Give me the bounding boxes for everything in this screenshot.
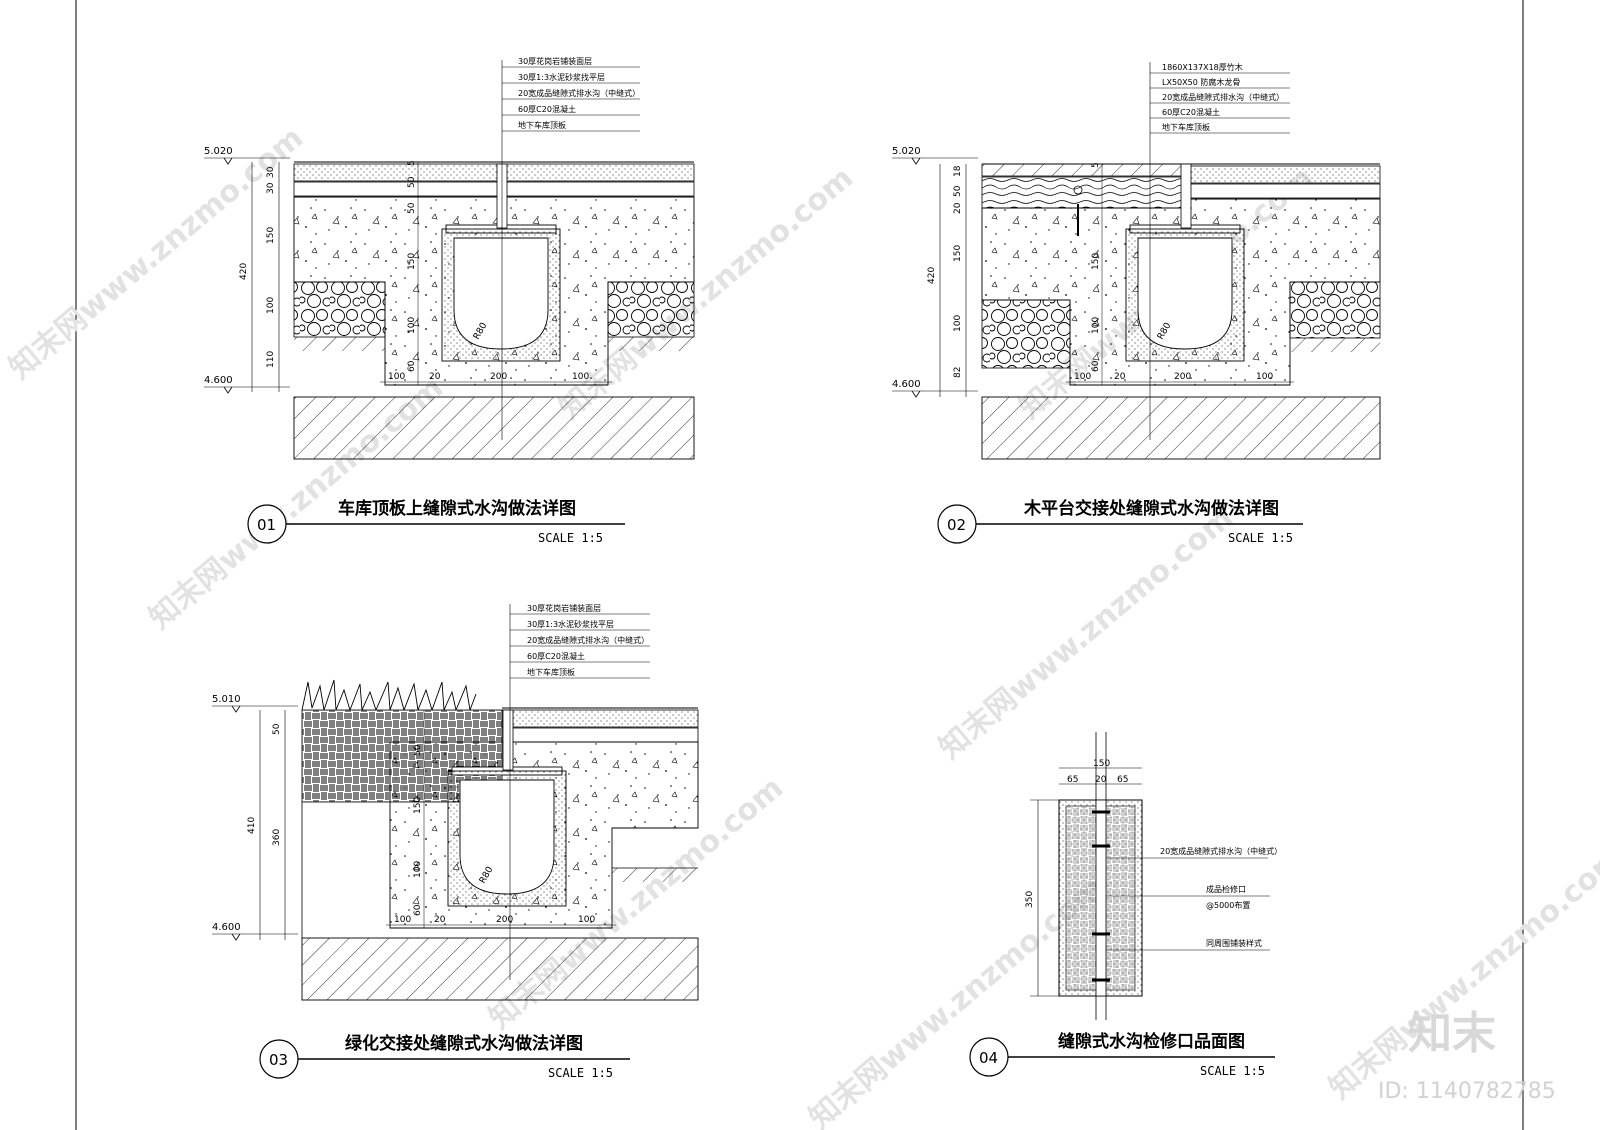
detail-01-bottom-dim-1: 100	[388, 372, 405, 382]
detail-01-bottom-dim-2: 20	[429, 372, 441, 382]
detail-03-left-dim-1: 50	[272, 723, 282, 735]
detail-03-left-dim-2: 360	[272, 829, 282, 846]
detail-04-number: 04	[979, 1049, 998, 1067]
detail-04: 150 65 20 65 350 20宽成品缝隙式排水沟（中缝式） 成品检修口 …	[969, 732, 1282, 1078]
detail-04-note-3: @5000布置	[1206, 900, 1250, 910]
detail-03-inner-dim-1: 50	[413, 744, 423, 756]
detail-02-scale: SCALE 1:5	[1228, 531, 1293, 545]
detail-03-note-3: 20宽成品缝隙式排水沟（中缝式）	[527, 635, 649, 645]
detail-02-left-dim-3: 20	[953, 202, 963, 214]
detail-03-title: 绿化交接处缝隙式水沟做法详图	[345, 1033, 583, 1054]
detail-02-title: 木平台交接处缝隙式水沟做法详图	[1023, 498, 1279, 519]
detail-03-bottom-dim-3: 200	[496, 915, 513, 925]
detail-02-note-2: LX50X50 防腐木龙骨	[1162, 77, 1240, 87]
detail-04-note-1: 20宽成品缝隙式排水沟（中缝式）	[1160, 846, 1282, 856]
detail-03-inner-dim-3: 100	[413, 861, 423, 878]
detail-03-level-top: 5.010	[212, 694, 241, 705]
detail-04-height-dim: 350	[1025, 891, 1035, 908]
detail-04-top-dim-2: 65	[1067, 775, 1078, 785]
detail-02: 1860X137X18厚竹木 LX50X50 防腐木龙骨 20宽成品缝隙式排水沟…	[892, 62, 1381, 545]
detail-03-note-2: 30厚1:3水泥砂浆找平层	[527, 619, 614, 629]
detail-03-number: 03	[269, 1051, 288, 1069]
detail-03-total-dim: 410	[247, 817, 257, 834]
detail-01-inner-dim-3: 50	[407, 202, 417, 214]
detail-01-bottom-dim-3: 200	[490, 372, 507, 382]
detail-03-note-4: 60厚C20混凝土	[527, 651, 585, 661]
detail-04-top-dim-1: 150	[1093, 759, 1110, 769]
detail-02-note-1: 1860X137X18厚竹木	[1162, 62, 1243, 72]
detail-04-top-dim-4: 65	[1117, 775, 1128, 785]
detail-01-note-2: 30厚1:3水泥砂浆找平层	[518, 72, 605, 82]
detail-03: 30厚花岗岩铺装面层 30厚1:3水泥砂浆找平层 20宽成品缝隙式排水沟（中缝式…	[212, 603, 699, 1080]
detail-01-inner-dim-2: 50	[407, 176, 417, 188]
detail-01-scale: SCALE 1:5	[538, 531, 603, 545]
detail-02-number: 02	[947, 516, 966, 534]
detail-03-inner-dim-4: 60	[413, 904, 423, 916]
detail-01-level-bottom: 4.600	[204, 375, 233, 386]
detail-01-total-dim: 420	[239, 263, 249, 280]
detail-01-left-dim-4: 100	[266, 297, 276, 314]
detail-04-note-2: 成品检修口	[1206, 884, 1246, 894]
detail-01: 30厚花岗岩铺装面层 30厚1:3水泥砂浆找平层 20宽成品缝隙式排水沟（中缝式…	[204, 56, 695, 545]
detail-01-note-5: 地下车库顶板	[518, 120, 566, 130]
detail-03-bottom-dim-2: 20	[434, 915, 446, 925]
detail-02-inner-dim-1: 5	[1091, 162, 1101, 168]
detail-01-number: 01	[257, 516, 276, 534]
detail-01-title: 车库顶板上缝隙式水沟做法详图	[338, 498, 576, 519]
detail-02-left-dim-5: 100	[953, 315, 963, 332]
detail-02-total-dim: 420	[927, 267, 937, 284]
detail-02-inner-dim-4: 60	[1091, 360, 1101, 372]
detail-03-bottom-dim-1: 100	[394, 915, 411, 925]
watermark-text: 知末网www.znzmo.com	[933, 500, 1240, 766]
detail-02-left-dim-2: 50	[953, 185, 963, 197]
detail-04-top-dim-3: 20	[1095, 775, 1107, 785]
detail-02-bottom-dim-4: 100	[1256, 372, 1273, 382]
detail-03-note-1: 30厚花岗岩铺装面层	[527, 603, 601, 613]
detail-01-note-4: 60厚C20混凝土	[518, 104, 576, 114]
detail-01-note-3: 20宽成品缝隙式排水沟（中缝式）	[518, 88, 640, 98]
watermark-text: 知末网www.znzmo.com	[3, 120, 310, 386]
detail-01-inner-dim-6: 60	[407, 360, 417, 372]
detail-01-inner-dim-4: 150	[407, 253, 417, 270]
detail-01-inner-dim-1: 5	[407, 160, 417, 166]
brand-id-label: ID: 1140782785	[1378, 1079, 1556, 1104]
detail-02-left-dim-1: 18	[953, 165, 963, 177]
detail-03-note-5: 地下车库顶板	[527, 667, 575, 677]
detail-02-level-top: 5.020	[892, 146, 921, 157]
detail-01-left-dim-5: 110	[266, 351, 276, 368]
detail-01-left-dim-3: 150	[266, 227, 276, 244]
watermark-text: 知末网www.znzmo.com	[1323, 840, 1600, 1106]
detail-03-scale: SCALE 1:5	[548, 1066, 613, 1080]
detail-02-note-4: 60厚C20混凝土	[1162, 107, 1220, 117]
detail-02-inner-dim-3: 100	[1091, 317, 1101, 334]
detail-02-bottom-dim-3: 200	[1174, 372, 1191, 382]
detail-03-bottom-dim-4: 100	[578, 915, 595, 925]
detail-01-inner-dim-5: 100	[407, 317, 417, 334]
detail-04-note-4: 同周围铺装样式	[1206, 938, 1262, 948]
detail-02-inner-dim-2: 150	[1091, 253, 1101, 270]
detail-02-left-dim-4: 150	[953, 245, 963, 262]
detail-02-left-dim-6: 82	[953, 367, 963, 378]
detail-01-level-top: 5.020	[204, 146, 233, 157]
detail-01-left-dim-2: 30	[266, 182, 276, 194]
brand-logo-text: 知末	[1408, 1008, 1496, 1059]
detail-01-left-dim-1: 30	[266, 166, 276, 178]
detail-01-note-1: 30厚花岗岩铺装面层	[518, 56, 592, 66]
detail-01-bottom-dim-4: 100	[572, 372, 589, 382]
detail-04-scale: SCALE 1:5	[1200, 1064, 1265, 1078]
detail-02-note-3: 20宽成品缝隙式排水沟（中缝式）	[1162, 92, 1284, 102]
detail-02-note-5: 地下车库顶板	[1162, 122, 1210, 132]
detail-04-title: 缝隙式水沟检修口品面图	[1058, 1031, 1245, 1052]
detail-03-inner-dim-2: 150	[413, 797, 423, 814]
detail-02-bottom-dim-1: 100	[1074, 372, 1091, 382]
detail-02-level-bottom: 4.600	[892, 379, 921, 390]
detail-02-bottom-dim-2: 20	[1114, 372, 1126, 382]
detail-03-level-bottom: 4.600	[212, 922, 241, 933]
